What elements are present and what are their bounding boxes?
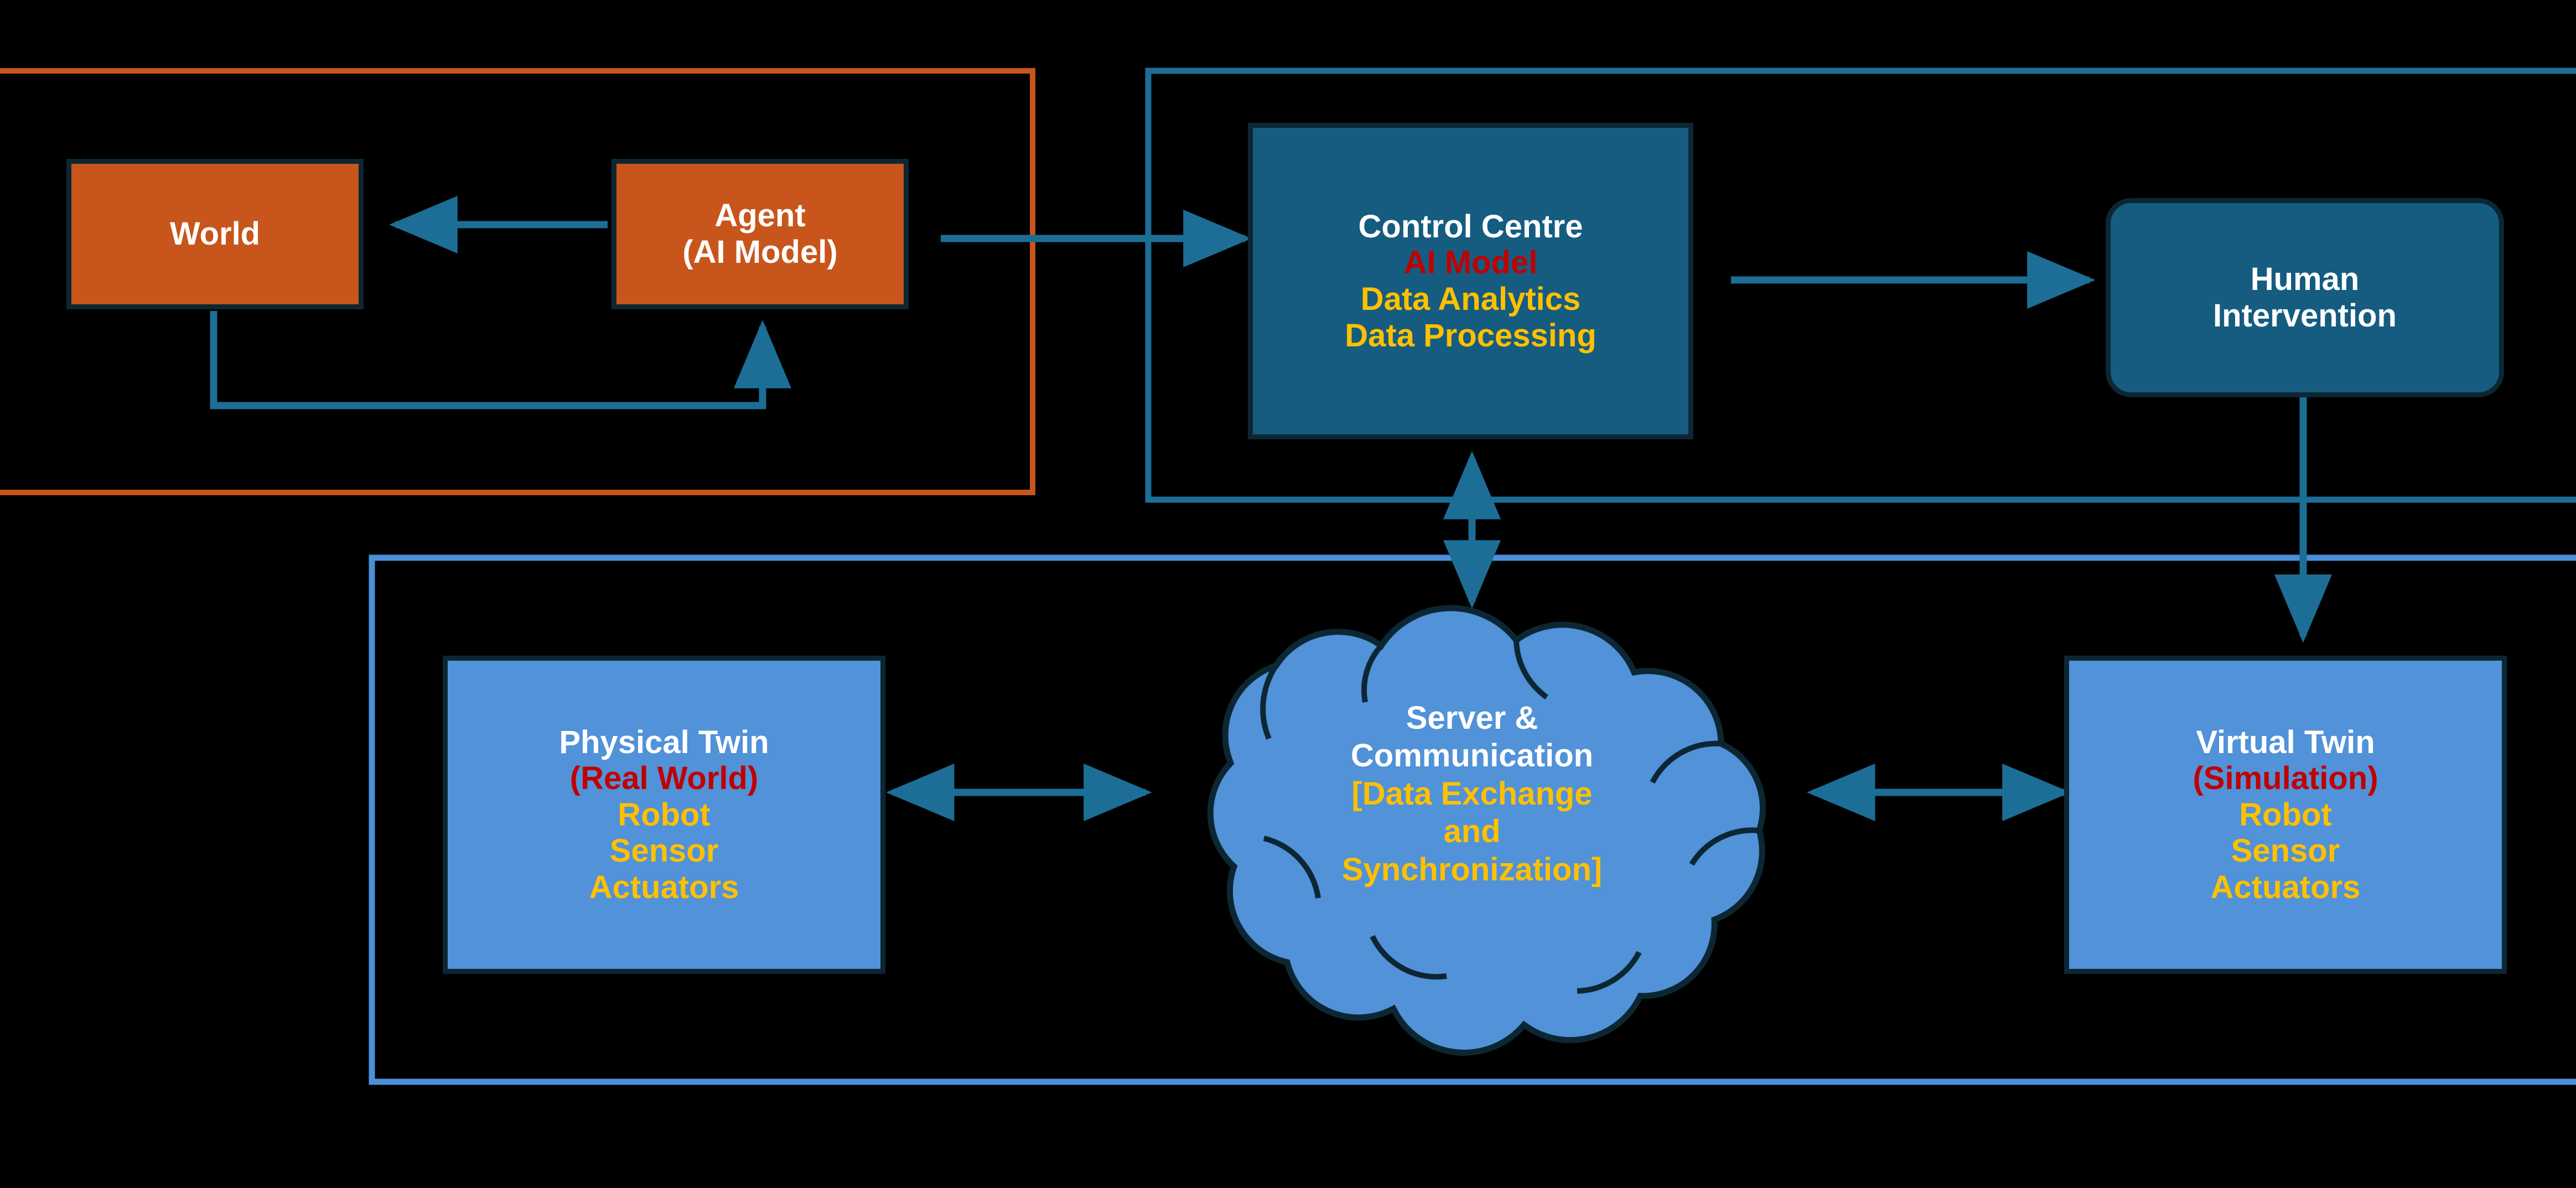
node-world-line-1: World: [169, 216, 261, 252]
node-physical-twin-line-5: Actuators: [589, 869, 739, 905]
node-virtual-twin-line-1: Virtual Twin: [2196, 724, 2375, 760]
node-virtual-twin-line-3: Robot: [2239, 796, 2332, 833]
node-physical-twin[interactable]: Physical Twin (Real World) Robot Sensor …: [443, 656, 885, 974]
control-layer-frame: [1145, 68, 2576, 503]
node-human-intervention-line-1: Human: [2250, 261, 2360, 298]
node-agent-line-1: Agent: [714, 198, 806, 234]
node-physical-twin-line-1: Physical Twin: [559, 724, 769, 760]
node-control-centre[interactable]: Control Centre AI Model Data Analytics D…: [1248, 123, 1693, 439]
node-control-centre-line-2: AI Model: [1403, 245, 1538, 281]
node-physical-twin-line-4: Sensor: [609, 833, 719, 869]
node-control-centre-line-3: Data Analytics: [1360, 281, 1581, 317]
node-world[interactable]: World: [66, 159, 364, 309]
node-control-centre-line-4: Data Processing: [1345, 317, 1597, 354]
node-control-centre-line-1: Control Centre: [1358, 208, 1583, 245]
node-virtual-twin[interactable]: Virtual Twin (Simulation) Robot Sensor A…: [2064, 656, 2507, 974]
connector-world-to-agent-feedback: [210, 311, 791, 409]
node-human-intervention[interactable]: Human Intervention: [2106, 198, 2504, 397]
node-physical-twin-line-2: (Real World): [569, 760, 759, 797]
node-physical-twin-line-3: Robot: [618, 796, 711, 833]
node-virtual-twin-line-2: (Simulation): [2193, 760, 2378, 797]
node-agent-line-2: (AI Model): [682, 234, 838, 270]
node-human-intervention-line-2: Intervention: [2213, 298, 2397, 334]
node-virtual-twin-line-5: Actuators: [2210, 869, 2361, 905]
server-cloud-shape: [1207, 605, 1766, 1056]
agent-loop-frame: [0, 68, 1035, 495]
node-virtual-twin-line-4: Sensor: [2231, 833, 2340, 869]
node-agent[interactable]: Agent (AI Model): [611, 159, 909, 309]
